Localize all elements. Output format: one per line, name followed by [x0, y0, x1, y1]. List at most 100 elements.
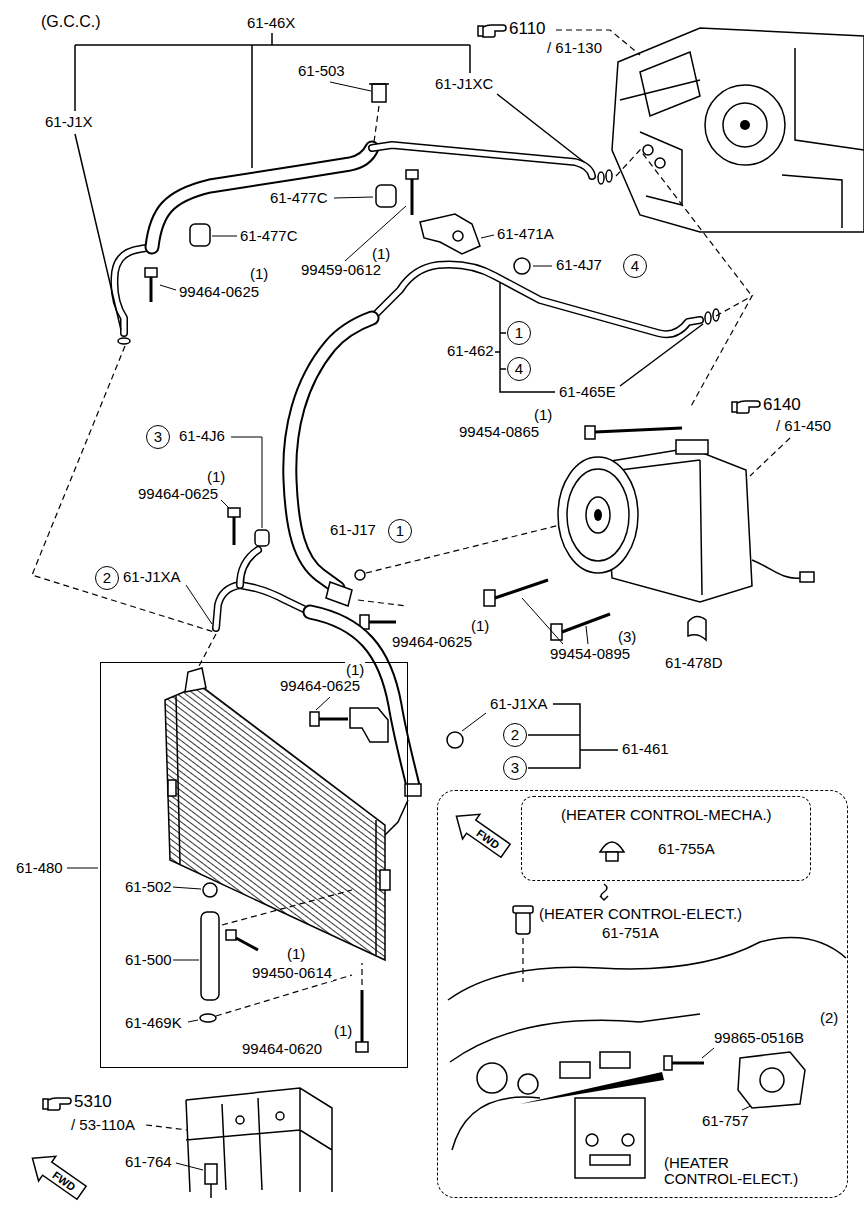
part-number: / 53-110A	[70, 1117, 136, 1133]
body-panel	[276, 1112, 284, 1120]
suction-hose	[372, 145, 592, 176]
heater-unit	[740, 120, 750, 130]
callout-circle: 2	[95, 566, 119, 590]
callout-number: 3	[154, 429, 162, 445]
condenser	[200, 1014, 216, 1022]
part-number: 61-462	[446, 343, 495, 359]
quantity-note: (1)	[470, 618, 490, 634]
part-number: (HEATER CONTROL-ELECT.)	[663, 1155, 810, 1187]
quantity-note: (1)	[206, 469, 226, 485]
dashboard	[518, 1074, 538, 1094]
suction-hose	[372, 84, 386, 102]
dashboard	[560, 1062, 590, 1078]
liquid-hose	[216, 585, 310, 628]
dashboard	[516, 912, 530, 934]
condenser	[165, 685, 385, 960]
part-number: 61-500	[124, 952, 173, 968]
leader-line	[32, 33, 703, 868]
leader-line	[528, 704, 618, 768]
part-number: 99454-0895	[549, 646, 631, 662]
compressor	[484, 426, 814, 644]
part-number: 61-478D	[664, 655, 724, 671]
compressor	[676, 440, 708, 454]
callout-number: 3	[511, 760, 519, 776]
part-number: (HEATER CONTROL-ELECT.)	[538, 906, 743, 922]
compressor	[522, 598, 588, 644]
part-number: 61-477C	[269, 190, 329, 206]
heater-unit	[612, 28, 864, 232]
mechanical-control-box: (HEATER CONTROL-MECHA.)61-755A	[521, 796, 811, 881]
part-number: 61-764	[124, 1154, 173, 1170]
condenser	[185, 668, 206, 692]
part-number: 99464-0620	[241, 1041, 323, 1057]
condenser	[201, 912, 219, 1000]
condenser	[216, 890, 362, 1016]
quantity-note: (1)	[371, 246, 391, 262]
suction-hose	[514, 258, 530, 274]
part-number: 99464-0625	[391, 634, 473, 650]
suction-hose	[453, 231, 463, 241]
compressor	[688, 616, 706, 640]
callout-circle: 3	[146, 425, 170, 449]
liquid-hose	[240, 550, 258, 585]
dashboard	[452, 1097, 540, 1150]
suction-hose	[145, 268, 157, 277]
section-pointer	[43, 1098, 71, 1110]
body-panel	[186, 1088, 332, 1192]
compressor	[595, 428, 682, 432]
part-number: 61-477C	[239, 228, 299, 244]
part-number: 61-J17	[329, 522, 377, 538]
heater-unit	[640, 52, 700, 116]
body-panel	[176, 1163, 203, 1170]
liquid-hose	[319, 718, 348, 721]
part-number: / 61-130	[546, 40, 603, 56]
callout-number: 2	[103, 570, 111, 586]
suction-hose	[118, 338, 130, 344]
section-pointer	[478, 25, 506, 37]
arrow-outline	[448, 806, 514, 861]
part-number: 5310	[73, 1094, 113, 1110]
quantity-note: (3)	[617, 629, 637, 645]
body-panel	[176, 1088, 332, 1198]
part-number: 61-757	[701, 1113, 750, 1129]
part-number: / 61-450	[775, 418, 832, 434]
compressor	[585, 426, 595, 439]
part-number: 6140	[762, 397, 802, 413]
part-number: (1)	[333, 1023, 353, 1039]
part-number: 61-480	[15, 860, 64, 876]
callout-circle: 4	[507, 357, 531, 381]
condenser	[361, 990, 364, 1042]
suction-hose	[606, 170, 612, 182]
heater-unit	[612, 28, 864, 232]
dashboard	[590, 1155, 630, 1165]
part-number: 61-4J6	[178, 428, 226, 444]
heater-unit	[655, 158, 665, 168]
compressor	[495, 580, 548, 598]
liquid-hose	[240, 550, 258, 585]
compressor	[586, 497, 610, 533]
dashboard	[672, 1062, 704, 1065]
forward-arrow: FWD	[446, 806, 516, 861]
quantity-note: (1)	[345, 662, 365, 678]
part-number: (2)	[819, 1010, 839, 1026]
liquid-hose	[447, 732, 463, 748]
suction-hose	[114, 84, 752, 344]
part-number: 61-J1XA	[489, 696, 549, 712]
part-number: 6110	[508, 21, 547, 37]
dashboard	[575, 1098, 645, 1178]
dashboard	[664, 1056, 672, 1070]
quantity-note: (1)	[533, 407, 553, 423]
heater-unit	[643, 145, 653, 155]
discharge-hose	[326, 582, 352, 606]
suction-hose	[406, 170, 418, 179]
dashboard	[622, 1134, 634, 1146]
part-number: 61-755A	[657, 841, 716, 857]
part-number: 61-471A	[496, 226, 555, 242]
part-number: 61-J1X	[44, 114, 94, 130]
dashboard	[520, 1072, 664, 1104]
body-panel	[205, 1164, 217, 1184]
suction-hose	[190, 224, 210, 246]
discharge-hose	[372, 264, 700, 334]
part-number: (G.C.C.)	[40, 14, 102, 30]
